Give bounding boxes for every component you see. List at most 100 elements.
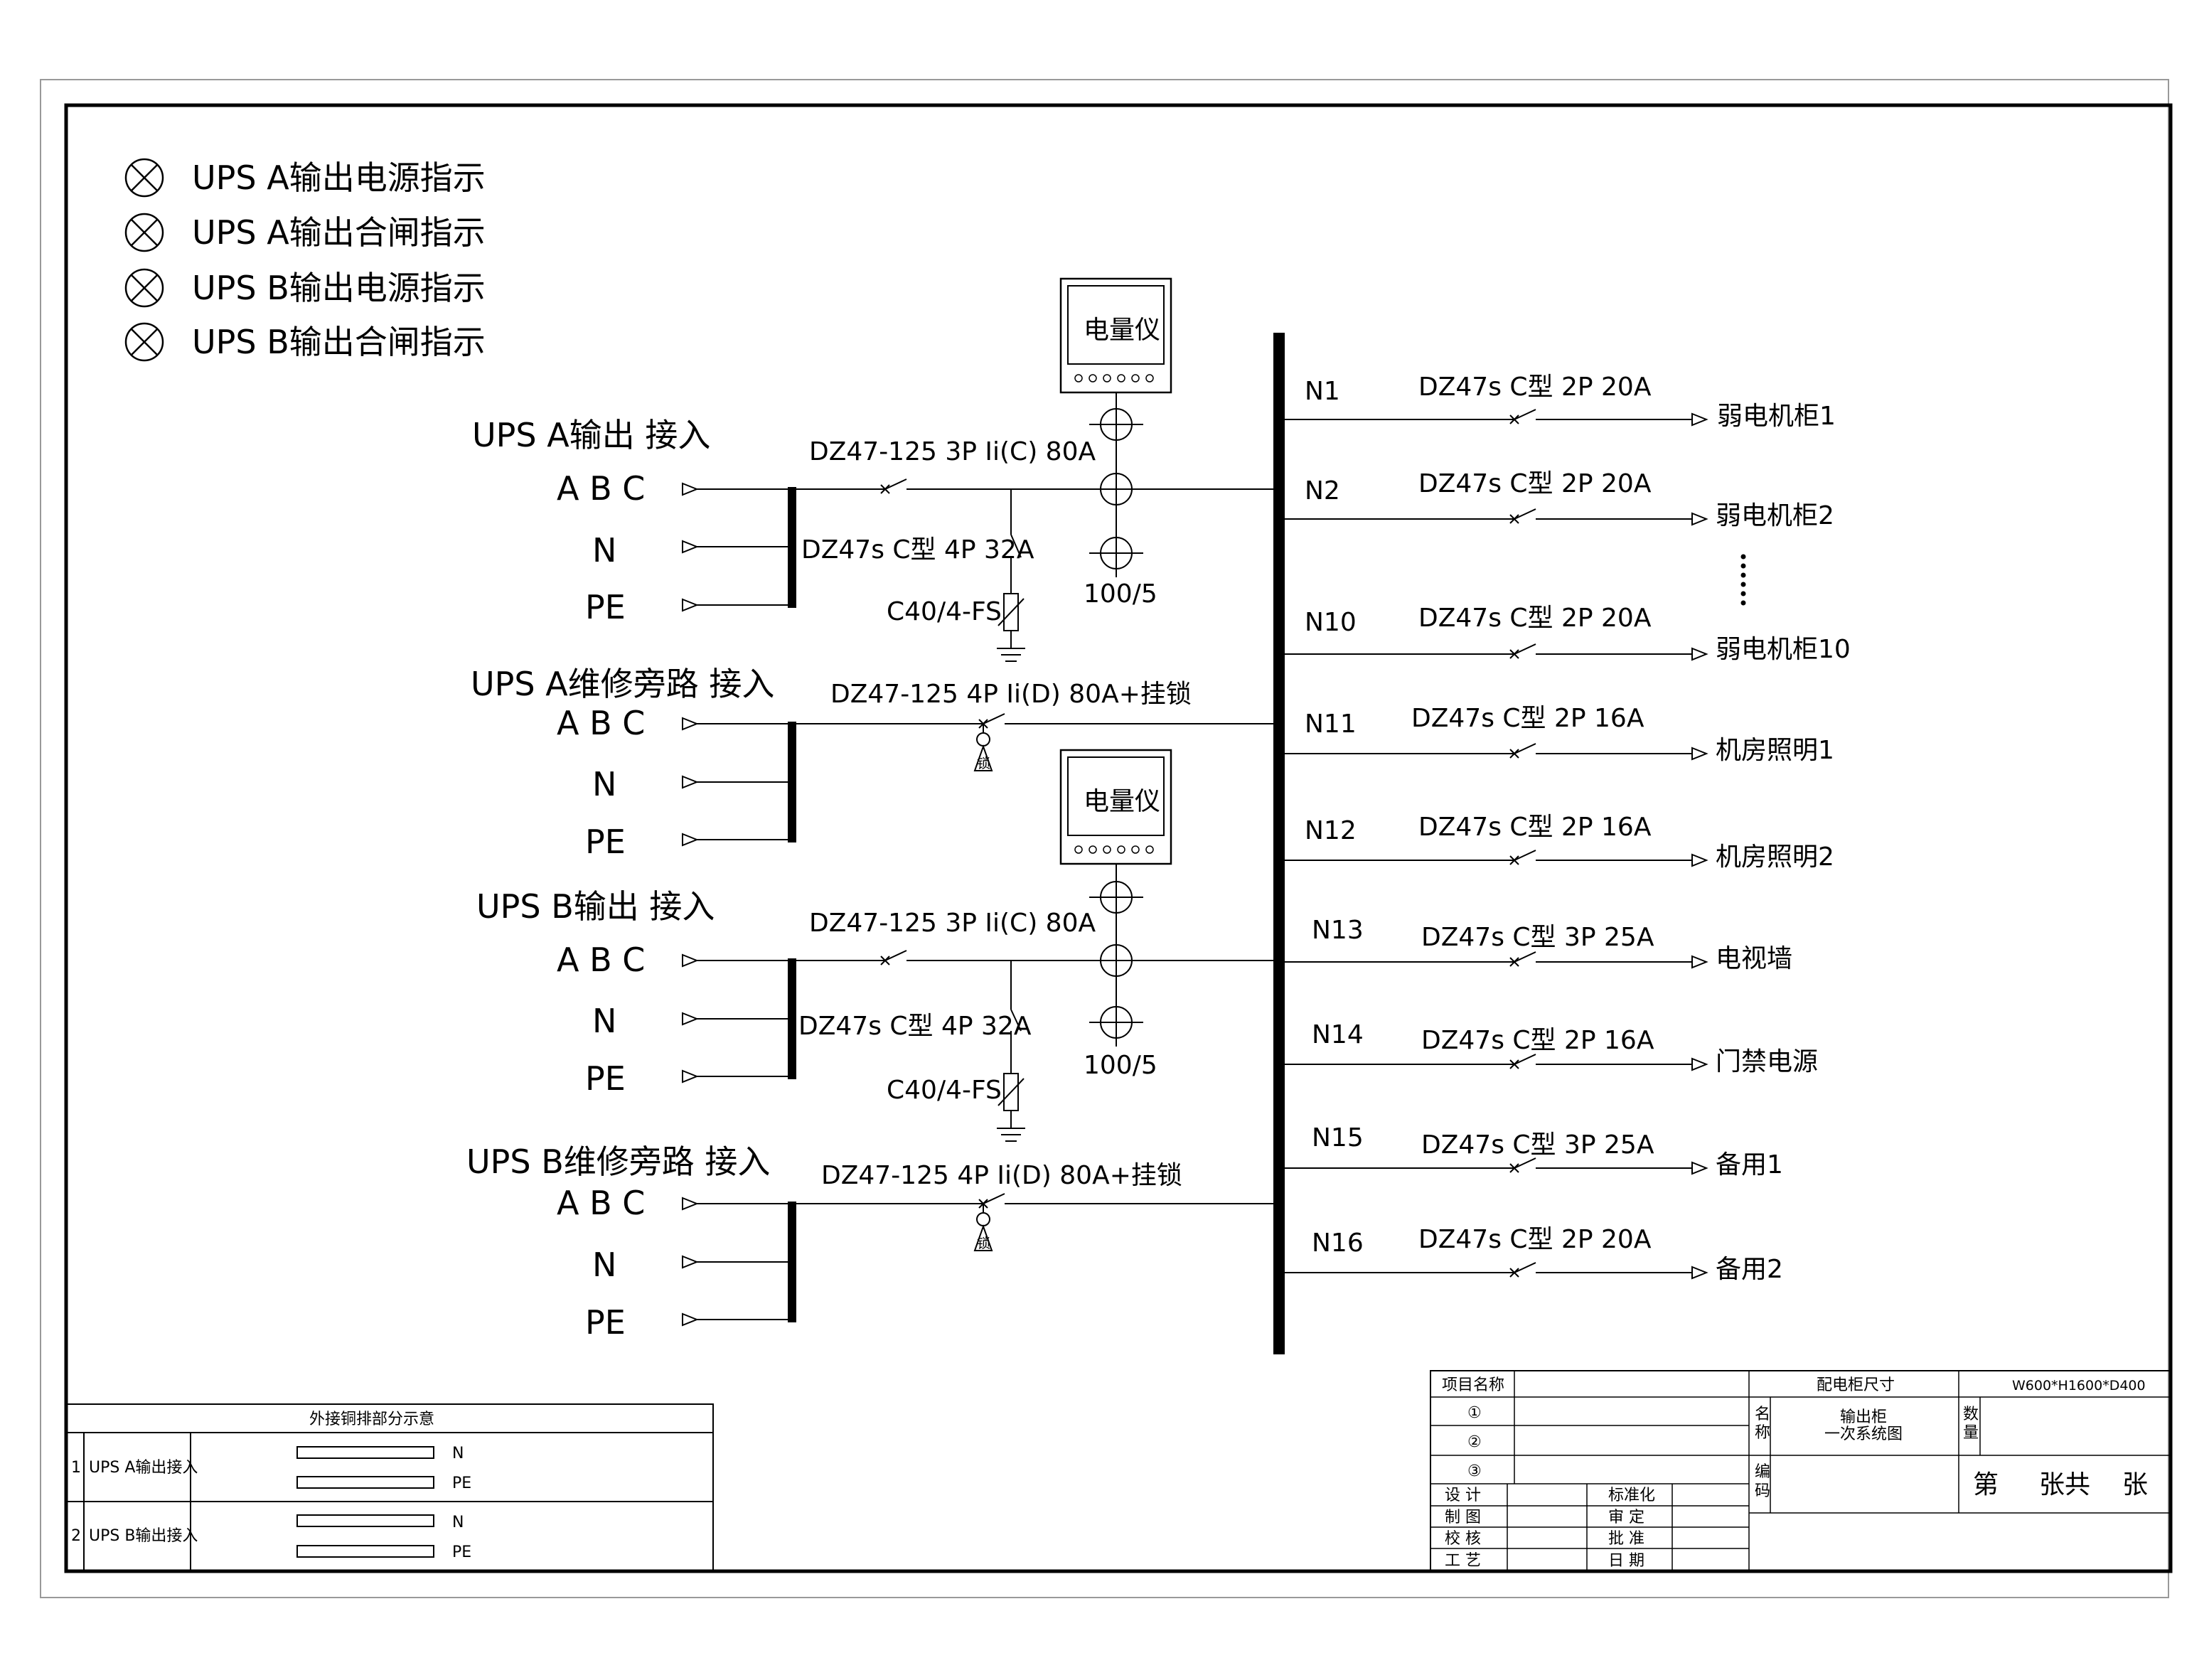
breaker-icon <box>863 950 907 965</box>
circuit-id: N13 <box>1312 916 1364 945</box>
current-transformer-icon <box>1089 528 1144 578</box>
ground-icon <box>997 631 1025 662</box>
svg-text:2: 2 <box>71 1527 81 1545</box>
breaker-icon <box>1492 743 1536 759</box>
indicator-2: UPS A输出合闸指示 <box>124 213 486 252</box>
breaker-label: DZ47s C型 3P 25A <box>1421 923 1654 952</box>
spd-breaker-label: DZ47s C型 4P 32A <box>798 1012 1032 1041</box>
phase-n-label: N <box>592 1002 616 1040</box>
ct-ratio-label: 100/5 <box>1084 1051 1157 1080</box>
cabinet-size: W600*H1600*D400 <box>2012 1378 2146 1393</box>
input-ups-a-bypass: UPS A维修旁路 接入 A B C N PE DZ47-125 4P Ii(D… <box>471 665 1273 861</box>
spd-breaker-icon <box>1010 1009 1022 1032</box>
circuit-id: N12 <box>1305 816 1357 845</box>
meter-label: 电量仪 <box>1084 787 1160 816</box>
load-label: 电视墙 <box>1716 944 1792 973</box>
svg-text:1: 1 <box>71 1459 81 1477</box>
outer-frame <box>40 79 2169 1598</box>
copper-bar <box>296 1476 434 1489</box>
output-circuit-n13: N13 DZ47s C型 3P 25A 电视墙 <box>1285 916 1792 973</box>
circuit-id: N14 <box>1312 1020 1364 1049</box>
breaker-label: DZ47s C型 2P 20A <box>1418 604 1652 633</box>
input-busbar <box>788 1202 796 1322</box>
svg-text:制 图: 制 图 <box>1445 1509 1481 1526</box>
svg-text:数: 数 <box>1963 1406 1979 1423</box>
row-label: UPS A输出接入 <box>89 1459 198 1477</box>
breaker-label: DZ47-125 3P Ii(C) 80A <box>809 437 1096 466</box>
breaker-label: DZ47-125 4P Ii(D) 80A+挂锁 <box>821 1161 1182 1190</box>
table-row: 1 UPS A输出接入 N PE <box>71 1445 471 1492</box>
indicator-lamp-icon <box>124 322 164 362</box>
input-ups-a-output: UPS A输出 接入 A B C N PE DZ47-125 3P Ii(C) … <box>472 277 1273 662</box>
breaker-icon <box>1492 850 1536 865</box>
title-block: 项目名称 ① ② ③ 设 计 制 图 校 核 工 艺 标准化 审 定 批 准 日… <box>1430 1370 2171 1572</box>
phase-pe-label: PE <box>585 588 626 626</box>
svg-text:项目名称: 项目名称 <box>1442 1376 1504 1394</box>
outgoing-arrow-icon <box>1691 854 1707 867</box>
svg-text:N: N <box>452 1445 464 1462</box>
svg-text:批 准: 批 准 <box>1608 1530 1644 1548</box>
breaker-icon <box>1492 951 1536 967</box>
padlock-icon: 锁 <box>973 1204 993 1251</box>
power-meter: 电量仪 <box>1059 277 1172 394</box>
indicator-lamp-icon <box>124 213 164 252</box>
input-title: UPS A输出 接入 <box>472 416 710 454</box>
spd-model-label: C40/4-FS <box>887 597 1002 626</box>
indicator-legend: UPS A输出电源指示 UPS A输出合闸指示 UPS B输出电源指示 UPS … <box>124 158 486 362</box>
load-label: 门禁电源 <box>1716 1047 1818 1076</box>
current-transformer-icon <box>1089 936 1144 985</box>
terminal-arrow-icon <box>682 1012 697 1025</box>
output-circuit-n14: N14 DZ47s C型 2P 16A 门禁电源 <box>1285 1020 1818 1076</box>
breaker-icon <box>863 478 907 494</box>
current-transformer-icon <box>1089 400 1144 449</box>
busbar-table: 外接铜排部分示意 1 UPS A输出接入 N PE 2 UPS B输出接入 N … <box>65 1403 714 1572</box>
phase-abc-label: A B C <box>557 704 645 742</box>
load-label: 弱电机柜2 <box>1716 501 1834 530</box>
phase-n-label: N <box>592 765 616 803</box>
copper-bar <box>296 1545 434 1558</box>
svg-text:配电柜尺寸: 配电柜尺寸 <box>1817 1376 1895 1394</box>
terminal-arrow-icon <box>682 599 697 611</box>
phase-abc-label: A B C <box>557 941 645 979</box>
svg-text:②: ② <box>1467 1433 1482 1451</box>
current-transformer-icon <box>1089 872 1144 922</box>
breaker-label: DZ47s C型 2P 20A <box>1418 1225 1652 1254</box>
phase-abc-label: A B C <box>557 1184 645 1222</box>
spd-model-label: C40/4-FS <box>887 1076 1002 1105</box>
copper-bar <box>296 1514 434 1527</box>
svg-text:PE: PE <box>452 1543 471 1561</box>
input-title: UPS A维修旁路 接入 <box>471 665 774 703</box>
outgoing-arrow-icon <box>1691 1162 1707 1175</box>
circuit-id: N15 <box>1312 1123 1364 1152</box>
row-label: UPS B输出接入 <box>89 1527 198 1545</box>
svg-text:日 期: 日 期 <box>1608 1552 1644 1570</box>
breaker-icon <box>1492 1054 1536 1069</box>
circuit-id: N10 <box>1305 608 1357 637</box>
circuit-id: N16 <box>1312 1229 1364 1258</box>
inner-frame <box>64 103 2173 1573</box>
outgoing-arrow-icon <box>1691 413 1707 426</box>
outgoing-arrow-icon <box>1691 956 1707 968</box>
svg-text:第: 第 <box>1973 1470 1999 1499</box>
terminal-arrow-icon <box>682 717 697 730</box>
power-meter: 电量仪 <box>1059 749 1172 865</box>
circuit-id: N11 <box>1305 710 1357 739</box>
terminal-arrow-icon <box>682 954 697 967</box>
indicator-label: UPS A输出合闸指示 <box>192 213 486 252</box>
terminal-arrow-icon <box>682 776 697 788</box>
terminal-arrow-icon <box>682 1256 697 1268</box>
svg-text:③: ③ <box>1467 1462 1482 1480</box>
terminal-arrow-icon <box>682 483 697 496</box>
svg-text:设 计: 设 计 <box>1445 1487 1481 1504</box>
current-transformer-icon <box>1089 464 1144 514</box>
input-ups-b-bypass: UPS B维修旁路 接入 A B C N PE DZ47-125 4P Ii(D… <box>466 1143 1273 1342</box>
meter-label: 电量仪 <box>1084 316 1160 345</box>
table-row: 2 UPS B输出接入 N PE <box>71 1514 471 1561</box>
indicator-4: UPS B输出合闸指示 <box>124 322 486 362</box>
breaker-label: DZ47-125 4P Ii(D) 80A+挂锁 <box>830 680 1192 709</box>
output-circuit-n1: N1 DZ47s C型 2P 20A 弱电机柜1 <box>1285 373 1836 431</box>
padlock-icon: 锁 <box>973 724 993 771</box>
drawing-subtitle: 一次系统图 <box>1824 1425 1903 1443</box>
svg-text:张共: 张共 <box>2039 1470 2090 1499</box>
breaker-icon <box>1492 1262 1536 1278</box>
